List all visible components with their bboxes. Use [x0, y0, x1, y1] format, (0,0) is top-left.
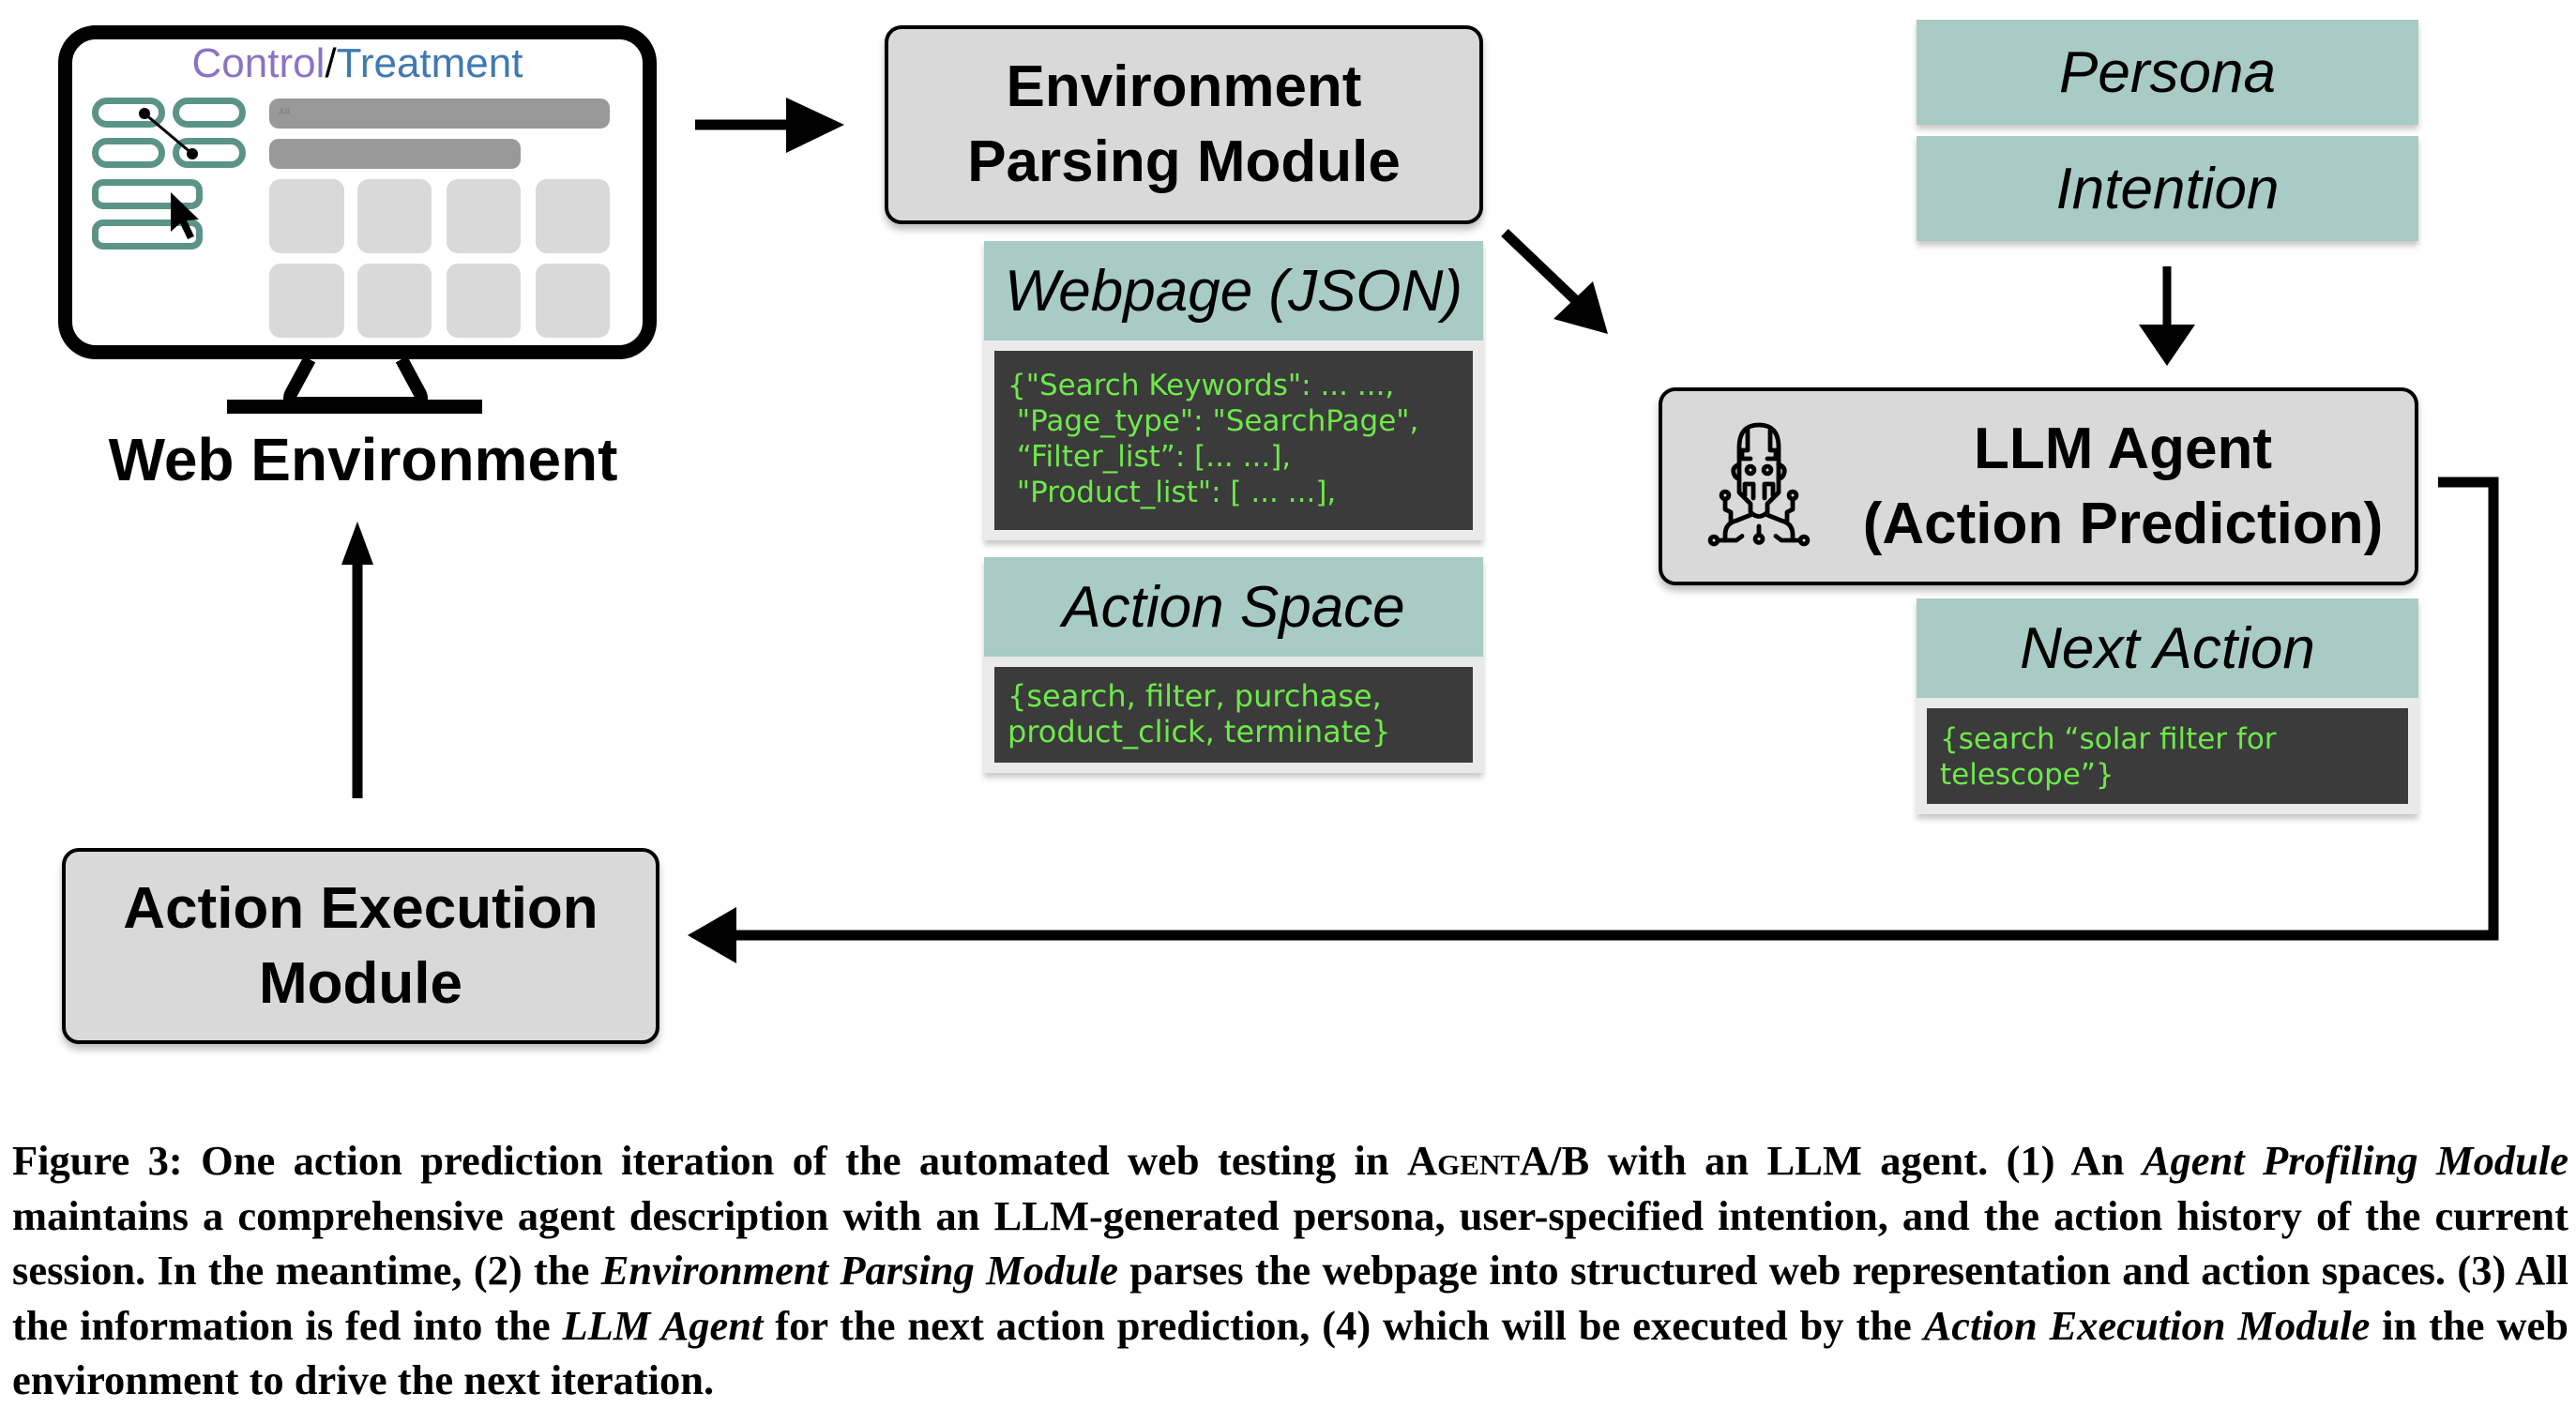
search-bar-hint: AR [279, 107, 291, 116]
caption-italic-term: LLM Agent [562, 1301, 764, 1349]
mouse-cursor-icon [171, 192, 199, 239]
action-space-header: Action Space [984, 557, 1483, 657]
caption-text: Figure 3: One action prediction iteratio… [12, 1137, 1408, 1184]
monitor-stand-base [227, 400, 482, 414]
link-connector-icon [139, 108, 198, 159]
product-tile [447, 179, 521, 253]
caption-italic-term: Action Execution Module [1923, 1301, 2371, 1349]
code-line: "Product_list": [ ... ...], [1008, 476, 1337, 509]
arrow-up-icon [341, 522, 373, 798]
caption-text: parses the webpage into structured web r… [12, 1247, 2569, 1349]
control-label: Control [191, 40, 326, 86]
product-tile [536, 264, 610, 338]
figure-caption: Figure 3: One action prediction iteratio… [12, 1133, 2568, 1408]
code-line: “Filter_list”: [... ...], [1008, 440, 1292, 474]
intention-label: Intention [2055, 156, 2280, 221]
subtitle-bar-placeholder [269, 139, 521, 169]
persona-label: Persona [2059, 39, 2276, 105]
product-tile [536, 179, 610, 253]
caption-text: maintains a comprehensive agent descript… [12, 1191, 2568, 1294]
code-line: product_click, terminate} [1008, 714, 1391, 749]
action-execution-module: Action Execution Module [62, 848, 659, 1044]
module-title-line1: Action Execution [123, 875, 599, 941]
filter-pill [173, 138, 246, 168]
webpage-json-header: Webpage (JSON) [984, 241, 1483, 341]
webpage-json-title: Webpage (JSON) [1004, 258, 1463, 324]
code-line: {search, filter, purchase, [1008, 678, 1382, 714]
next-action-title: Next Action [2020, 615, 2315, 681]
product-tile [269, 264, 344, 338]
filter-pill [173, 98, 246, 128]
separator-slash: / [325, 40, 337, 86]
caption-italic-term: Environment Parsing Module [600, 1247, 1119, 1294]
action-space-code-panel: {search, filter, purchase,product_click,… [984, 657, 1483, 773]
caption-text: in the web environment to drive the next… [12, 1301, 2568, 1404]
next-action-header: Next Action [1917, 598, 2418, 698]
control-treatment-label: Control/Treatment [58, 39, 657, 88]
next-action-code: {search “solar filter for telescope”} [1927, 708, 2408, 804]
webpage-json-code: {"Search Keywords": ... ..., "Page_type"… [994, 351, 1473, 530]
caption-italic-term: Agent Profiling Module [2142, 1137, 2568, 1184]
module-title-line1: Environment [1006, 54, 1362, 119]
caption-text: for the next action prediction, (4) whic… [763, 1301, 1924, 1349]
caption-text: with an LLM agent. (1) An [1589, 1137, 2143, 1184]
action-space-code: {search, filter, purchase,product_click,… [994, 667, 1473, 763]
filter-pill [92, 98, 165, 128]
llm-agent-subtitle: (Action Prediction) [1862, 491, 2384, 556]
treatment-label: Treatment [336, 40, 523, 86]
caption-text: AgentA/B [1407, 1137, 1590, 1184]
webpage-json-code-panel: {"Search Keywords": ... ..., "Page_type"… [984, 341, 1483, 540]
product-tile [357, 264, 432, 338]
arrow-elbow-left-icon [688, 477, 2499, 963]
filter-pill-wide [92, 179, 203, 209]
search-bar-placeholder: AR [269, 98, 610, 129]
product-tile [447, 264, 521, 338]
module-title-line2: Parsing Module [967, 129, 1401, 194]
environment-parsing-module: Environment Parsing Module [885, 25, 1483, 224]
action-space-title: Action Space [1062, 574, 1405, 640]
persona-box: Persona [1917, 20, 2418, 125]
filter-pill [92, 138, 165, 168]
web-environment-label: Web Environment [108, 426, 618, 493]
robot-icon [1707, 422, 1811, 547]
product-tile [357, 179, 432, 253]
code-line: {"Search Keywords": ... ..., [1008, 369, 1395, 402]
llm-agent-module: LLM Agent (Action Prediction) [1659, 387, 2418, 585]
arrow-right-icon [695, 98, 844, 153]
intention-box: Intention [1917, 136, 2418, 241]
llm-agent-title: LLM Agent [1974, 416, 2272, 481]
product-tile [269, 179, 344, 253]
arrow-down-icon [2139, 266, 2195, 366]
next-action-code-panel: {search “solar filter for telescope”} [1917, 698, 2418, 814]
code-line: "Page_type": "SearchPage", [1008, 404, 1419, 438]
arrow-diagonal-icon [1501, 229, 1608, 334]
module-title-line2: Module [259, 950, 462, 1016]
flow-arrows [341, 98, 2499, 963]
